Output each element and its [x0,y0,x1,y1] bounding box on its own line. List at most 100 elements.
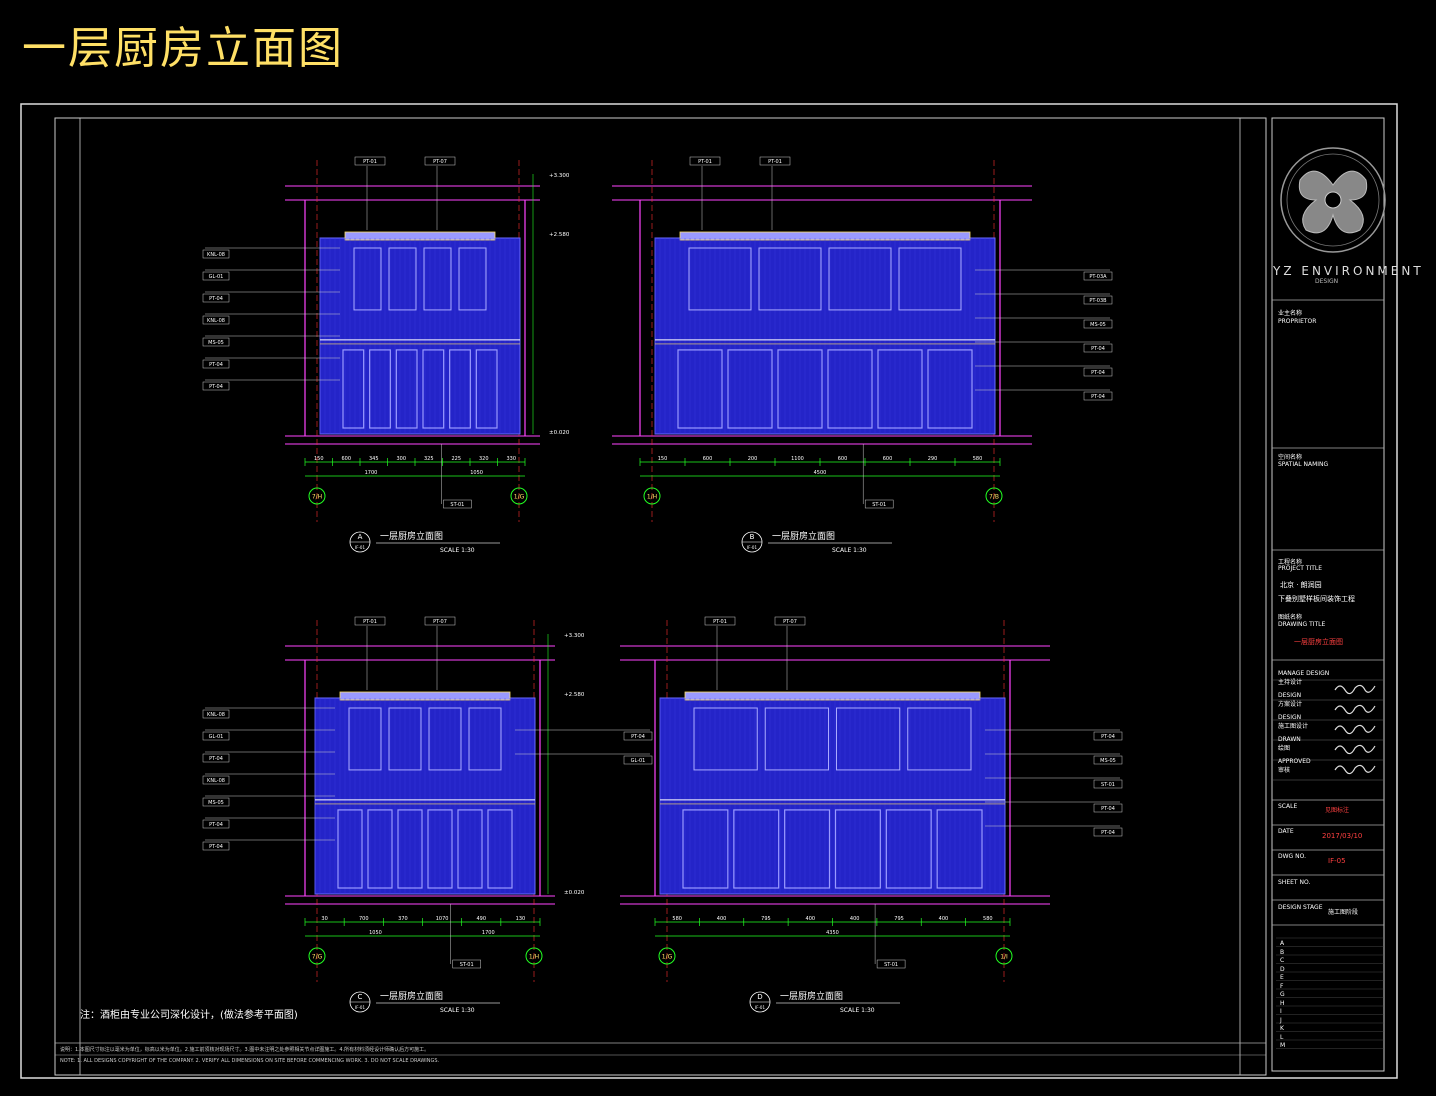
label-box [1093,779,1123,789]
signature-role-cn: 方案设计 [1278,701,1303,708]
stage-value: 施工图阶段 [1328,909,1359,916]
grid-bubble [658,947,676,965]
left-label: GL-01 [209,274,224,280]
bottom-tag: ST-01 [450,502,464,508]
upper-cabinet [836,707,901,771]
left-label: PT-04 [209,756,223,762]
level-top: +3.300 [549,173,570,179]
dimension-value: 30 [321,916,327,922]
left-label: PT-04 [209,844,223,850]
proprietor-en: PROPRIETOR [1278,318,1317,325]
revision-letter: F [1280,982,1284,990]
label-box [202,709,230,719]
material-tag: PT-07 [433,159,447,165]
dimension-value: 580 [973,456,983,462]
project-cn: 工程名称 [1278,559,1303,566]
dimension-value: 150 [658,456,668,462]
label-box [443,499,472,509]
left-label: MS-05 [208,340,224,346]
elevation-scale: SCALE 1:30 [440,1007,475,1014]
elevation-name: 一层厨房立面图 [780,990,843,1002]
grid-label: 1/G [514,494,525,501]
right-label: MS-05 [1090,322,1106,328]
upper-cabinet [388,247,417,311]
general-notes-en: NOTE: 1. ALL DESIGNS COPYRIGHT OF THE CO… [60,1058,440,1064]
dimension-total-left: 1050 [369,930,382,936]
elevation-scale: SCALE 1:30 [832,547,867,554]
dimension-total-right: 1050 [470,470,483,476]
cabinet-door [777,349,823,429]
inner-frame [54,117,1267,1076]
left-label: KNL-08 [207,318,225,324]
left-label: MS-05 [208,800,224,806]
stage-label: DESIGN STAGE [1278,904,1323,911]
label-box [202,841,230,851]
general-notes-cn: 说明：1.本图尺寸标注以毫米为单位，标高以米为单位。2.施工前须核对现场尺寸。3… [60,1047,430,1053]
dimension-value: 700 [359,916,369,922]
cabinet-door [475,349,498,429]
material-tag-box [424,156,456,166]
left-label: KNL-08 [207,778,225,784]
outer-frame [20,103,1398,1079]
signature-role-en: MANAGE DESIGN [1278,670,1330,677]
label-box [623,755,653,765]
material-tag: PT-01 [713,619,727,625]
dimension-value: 1100 [791,456,804,462]
label-box [202,753,230,763]
label-box [1083,319,1113,329]
upper-cabinet [688,247,752,311]
left-label: KNL-08 [207,712,225,718]
company-name: YZ ENVIRONMENT [1273,264,1424,278]
material-tag-box [704,616,736,626]
date-label: DATE [1278,828,1294,835]
left-label: KNL-08 [207,252,225,258]
label-box [202,271,230,281]
label-box [876,959,906,969]
grid-bubble [308,947,326,965]
dimension-value: 300 [396,456,406,462]
drawing-cn: 图纸名称 [1278,614,1303,621]
grid-label: 1/H [529,954,539,961]
right-label: PT-04 [1091,346,1105,352]
dimension-value: 345 [369,456,379,462]
cabinet-door [449,349,471,429]
material-tag-box [759,156,791,166]
upper-cabinet [468,707,502,771]
title-block-lines [1272,299,1384,1049]
cabinet-door [369,349,391,429]
label-box [1083,295,1113,305]
cabinet-door [337,809,363,889]
label-box [452,959,481,969]
material-tag-box [354,156,386,166]
cabinet-door [677,349,723,429]
elevation-id: B [750,533,755,541]
grid-label: 1/G [662,954,673,961]
elevation-id: D [757,993,762,1001]
grid-bubble [525,947,543,965]
label-box [202,337,230,347]
revision-letter: I [1280,1008,1282,1015]
level-mid: +2.580 [549,232,570,238]
right-label: PT-04 [1101,734,1115,740]
dimension-value: 580 [672,916,682,922]
crown-moulding [684,691,981,701]
cabinet-door [342,349,365,429]
material-tag-box [424,616,456,626]
elevation-sheet: IF-01 [747,545,757,550]
spatial-cn: 空间名称 [1278,454,1303,461]
label-box [1093,827,1123,837]
label-box [202,359,230,369]
dimension-value: 490 [476,916,486,922]
left-label: GL-01 [209,734,224,740]
signature-role-en: DESIGN [1278,714,1302,721]
dwg-value: IF-05 [1328,857,1346,865]
label-box [202,249,230,259]
signature-role-en: DRAWN [1278,736,1301,743]
signature-role-cn: 施工图设计 [1278,723,1309,730]
dimension-total: 4350 [826,930,839,936]
elevation-scale: SCALE 1:30 [440,547,475,554]
cabinet-door [936,809,983,889]
cabinet-door [422,349,445,429]
grid-label: 7/H [312,494,322,501]
